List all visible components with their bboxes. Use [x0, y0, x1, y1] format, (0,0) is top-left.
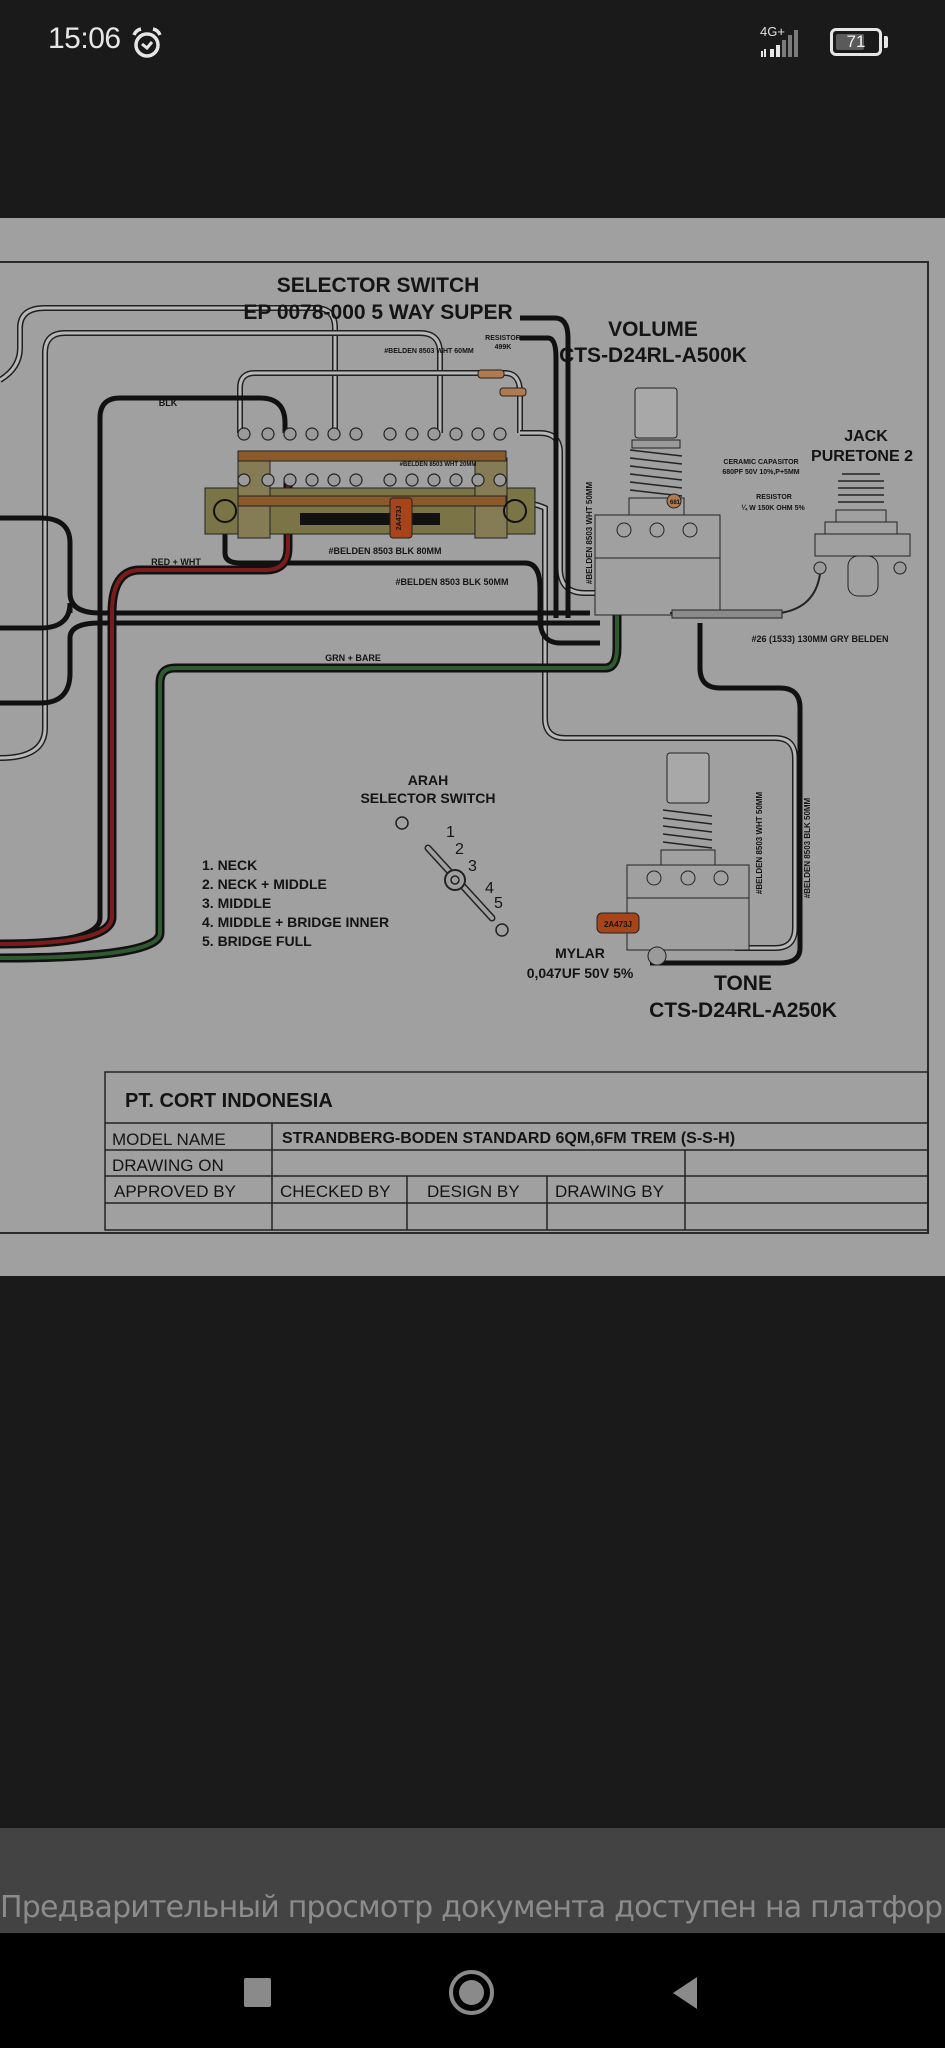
back-button[interactable] [640, 1933, 730, 2048]
status-time: 15:06 [48, 22, 121, 55]
label-mylar-value: 0,047UF 50V 5% [527, 965, 634, 981]
volume-pot-graphic [594, 387, 721, 616]
model-name-label: MODEL NAME [112, 1130, 226, 1149]
label-tone-blk-50: #BELDEN 8503 BLK 50MM [803, 797, 812, 898]
status-bar: 15:06 4G+ 71 [0, 0, 945, 84]
arah-position-1: 1 [446, 824, 455, 841]
ceramic-cap-code: 681 [670, 500, 681, 506]
square-recents-icon [244, 1978, 271, 2007]
selector-switch-title: SELECTOR SWITCH [277, 274, 480, 297]
recents-button[interactable] [213, 1933, 303, 2048]
wiring-diagram: 2A473J [0, 261, 929, 1234]
label-belden-blk-80: #BELDEN 8503 BLK 80MM [328, 546, 441, 556]
legend-item-3: 3. MIDDLE [202, 895, 271, 911]
drawing-on-label: DRAWING ON [112, 1156, 224, 1175]
label-belden-blk-50: #BELDEN 8503 BLK 50MM [395, 577, 508, 587]
label-mylar: MYLAR [555, 945, 605, 961]
label-resistor-top: RESISTOR [485, 335, 521, 342]
label-belden-wht-60: #BELDEN 8503 WHT 60MM [384, 348, 474, 355]
label-resistor-vol: RESISTOR [756, 494, 792, 501]
signal-bars-icon [761, 30, 798, 57]
volume-model: CTS-D24RL-A500K [559, 344, 747, 367]
switch-terminals [237, 427, 507, 487]
label-gry-belden: #26 (1533) 130MM GRY BELDEN [751, 634, 888, 644]
tone-cap-code: 2A473J [604, 920, 632, 929]
tone-pot-graphic: 2A473J [596, 752, 750, 966]
label-resistor-vol-value: ¼ W 150K OHM 5% [741, 504, 805, 512]
preview-banner[interactable]: Предварительный просмотр документа досту… [0, 1828, 945, 1933]
selector-switch-model: EP 0078-000 5 WAY SUPER [243, 301, 512, 324]
label-tone-wht-50: #BELDEN 8503 WHT 50MM [755, 792, 764, 895]
battery-fill [836, 34, 864, 50]
battery-indicator: 71 [830, 28, 882, 56]
arah-subtitle: SELECTOR SWITCH [360, 790, 495, 806]
design-by-label: DESIGN BY [427, 1182, 520, 1201]
preview-banner-text: Предварительный просмотр документа досту… [0, 1890, 945, 1925]
wire-red-white [0, 478, 293, 949]
arah-title: ARAH [408, 772, 448, 788]
label-blk: BLK [159, 398, 178, 408]
navigation-bar [0, 1933, 945, 2048]
arah-position-4: 4 [485, 880, 494, 897]
company-name: PT. CORT INDONESIA [125, 1090, 333, 1112]
legend-item-5: 5. BRIDGE FULL [202, 933, 312, 949]
jack-title: JACK [844, 428, 888, 445]
approved-by-label: APPROVED BY [114, 1182, 236, 1201]
jack-model: PURETONE 2 [811, 448, 913, 465]
battery-percent: 71 [846, 32, 866, 51]
label-grn-bare: GRN + BARE [325, 653, 381, 663]
label-belden-wht-20: #BELDEN 8503 WHT 20MM [400, 462, 477, 468]
label-belden-wht-50-vertical: #BELDEN 8503 WHT 50MM [585, 482, 594, 585]
arah-switch-graphic [395, 816, 509, 937]
jack-graphic [670, 473, 911, 619]
title-block [104, 1071, 929, 1231]
battery-tip [884, 36, 888, 48]
volume-title: VOLUME [608, 318, 698, 341]
document-preview[interactable]: 2A473J [0, 218, 945, 1276]
triangle-back-icon [673, 1977, 697, 2009]
model-name-value: STRANDBERG-BODEN STANDARD 6QM,6FM TREM (… [282, 1130, 735, 1147]
switch-cap-code: 2A473J [396, 506, 403, 531]
arah-position-3: 3 [468, 858, 477, 875]
label-resistor-top-value: 499K [495, 344, 512, 351]
network-type: 4G+ [760, 24, 785, 39]
label-ceramic-cap: CERAMIC CAPASITOR [723, 459, 798, 466]
alarm-clock-icon [132, 27, 162, 58]
checked-by-label: CHECKED BY [280, 1182, 391, 1201]
home-button[interactable] [427, 1933, 517, 2048]
circle-home-icon [449, 1970, 494, 2015]
arah-position-2: 2 [455, 841, 464, 858]
drawing-frame [0, 261, 929, 1234]
legend-item-4: 4. MIDDLE + BRIDGE INNER [202, 914, 389, 930]
tone-model: CTS-D24RL-A250K [649, 999, 837, 1022]
label-ceramic-cap-value: 680PF 50V 10%,P+5MM [722, 469, 799, 476]
legend-item-1: 1. NECK [202, 857, 257, 873]
selector-switch-graphic: 2A473J [204, 369, 536, 539]
arah-position-5: 5 [494, 895, 503, 912]
drawing-by-label: DRAWING BY [555, 1182, 664, 1201]
label-red-wht: RED + WHT [151, 557, 201, 567]
wires-white [0, 305, 798, 951]
tone-title: TONE [714, 972, 772, 995]
wire-green-bare [0, 593, 622, 963]
legend-item-2: 2. NECK + MIDDLE [202, 876, 327, 892]
